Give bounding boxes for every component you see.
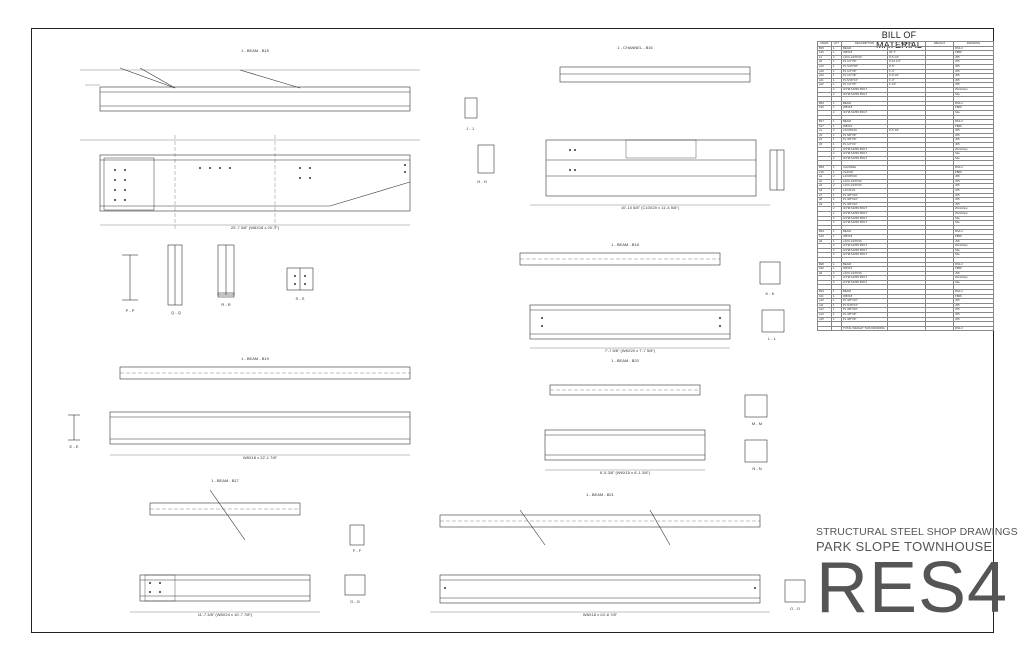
view-c16: [464, 66, 785, 206]
dim-b19_length: W8X18 x 22'-1 7/8": [243, 455, 278, 460]
section-label-11: F - F: [353, 548, 362, 553]
bom-cell: RS4.2: [953, 325, 994, 332]
sheet-code: RES4: [816, 548, 1009, 628]
dim-c16_length: 10'-10 5/8" (C10X20 x 11'-4 5/8"): [621, 205, 680, 210]
view-b18: [519, 252, 785, 349]
bom-cell: [817, 325, 832, 332]
dim-b20_length: 6'-5 3/8" (W6X15 x 6'-1 3/8"): [600, 470, 651, 475]
view-b15: [80, 67, 420, 230]
view-title-c16: 1 - CHANNEL - B16: [617, 45, 653, 50]
section-label-6: K - K: [766, 291, 775, 296]
section-label-1: Q - Q: [171, 310, 181, 315]
section-label-9: N - N: [752, 466, 761, 471]
section-label-8: M - M: [752, 421, 762, 426]
dim-b17_length: 11'-7 3/8" (W8X24 x 10'-7 7/8"): [198, 612, 253, 617]
section-label-4: J - J: [466, 126, 474, 131]
view-title-b21: 1 - BEAM - B21: [586, 492, 615, 497]
section-label-10: E - E: [70, 444, 79, 449]
bom-cell: [887, 325, 926, 332]
bom-row: TOTAL WEIGHT THIS DRAWING RS4.2: [817, 325, 994, 332]
sheet-border: [31, 28, 994, 633]
view-b21: [430, 509, 806, 613]
view-b20: [544, 384, 768, 471]
view-b17: [130, 489, 366, 613]
dim-b18_length: 7'-7 5/8" (W6X20 x 7'-7 5/8"): [605, 348, 656, 353]
dim-b15_length: 20'-7 3/8" (W8X18 x 20'-7"): [231, 225, 280, 230]
section-label-13: O - O: [790, 606, 800, 611]
section-label-3: S - S: [296, 296, 305, 301]
dim-b21_length: W8X18 x 24'-8 7/8": [583, 612, 618, 617]
view-title-b15: 1 - BEAM - B15: [241, 48, 270, 53]
title-block: STRUCTURAL STEEL SHOP DRAWINGS PARK SLOP…: [816, 526, 1018, 628]
view-title-b19: 1 - BEAM - B19: [241, 356, 270, 361]
view-title-b17: 1 - BEAM - B17: [211, 478, 240, 483]
section-label-12: G - G: [350, 599, 360, 604]
sections-pqrs: [122, 244, 314, 306]
title-line-1: STRUCTURAL STEEL SHOP DRAWINGS: [816, 526, 1018, 538]
bom-cell: TOTAL WEIGHT THIS DRAWING: [841, 325, 888, 332]
bom-cell: [925, 325, 954, 332]
bom-cell: [831, 325, 842, 332]
section-label-7: L - L: [768, 336, 777, 341]
view-title-b18: 1 - BEAM - B18: [611, 242, 640, 247]
section-label-5: H - H: [477, 179, 486, 184]
view-title-b20: 1 - BEAM - B20: [611, 358, 640, 363]
section-label-2: R - R: [221, 302, 230, 307]
view-b19: [68, 366, 411, 456]
title-line-2: PARK SLOPE TOWNHOUSE: [816, 539, 993, 554]
section-label-0: P - P: [126, 308, 135, 313]
